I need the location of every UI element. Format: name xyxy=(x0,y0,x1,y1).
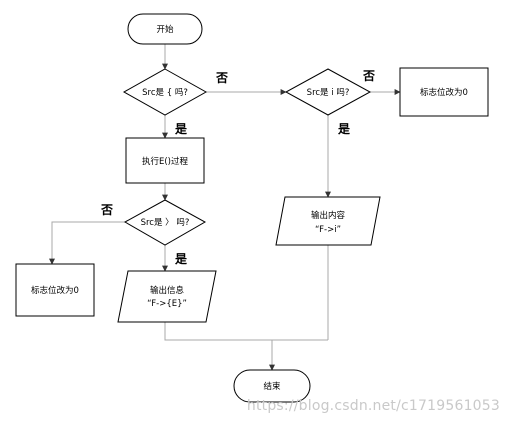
start-terminator xyxy=(127,13,203,45)
decision1-no-label: 否 xyxy=(215,71,228,85)
decision3-diamond xyxy=(123,199,207,246)
decision3-yes-label: 是 xyxy=(174,252,188,266)
output1-label-line2: “F->i” xyxy=(315,225,341,235)
flag2-label: 标志位改为0 xyxy=(31,285,79,296)
flag1-label: 标志位改为0 xyxy=(420,87,468,98)
edge-decision3-no-to-flag2 xyxy=(49,221,125,265)
decision3-no-label: 否 xyxy=(100,203,113,217)
decision3-label: Src是 〉 吗? xyxy=(141,218,190,228)
end-label: 结束 xyxy=(263,381,281,392)
flag1-box xyxy=(399,67,489,117)
decision2-no-label: 否 xyxy=(362,69,375,83)
decision1-diamond xyxy=(122,68,208,116)
watermark-url: https://blog.csdn.net/c1719561053 xyxy=(246,398,500,414)
output2-label-line2: “F->{E}” xyxy=(147,299,187,309)
decision2-yes-label: 是 xyxy=(337,122,351,136)
output2-parallelogram xyxy=(117,270,217,323)
start-label: 开始 xyxy=(156,24,174,35)
decision1-yes-label: 是 xyxy=(174,122,188,136)
node-labels: 开始 Src是 { 吗? Src是 i 吗? 标志位改为0 执行E()过程 输出… xyxy=(31,24,468,392)
process-label: 执行E()过程 xyxy=(142,156,189,167)
process-box xyxy=(125,137,205,184)
decision2-diamond xyxy=(284,68,372,116)
edge-output2-to-end xyxy=(164,322,272,341)
nodes xyxy=(15,13,489,403)
output2-label-line1: 输出信息 xyxy=(150,285,185,296)
flag2-box xyxy=(15,263,95,317)
connectors xyxy=(49,44,401,371)
end-terminator xyxy=(233,369,311,403)
decision1-label: Src是 { 吗? xyxy=(142,88,188,98)
output1-parallelogram xyxy=(275,196,381,246)
decision2-label: Src是 i 吗? xyxy=(307,88,350,98)
output1-label-line1: 输出内容 xyxy=(311,210,346,221)
edge-labels: 否 是 否 是 否 是 xyxy=(100,69,375,266)
